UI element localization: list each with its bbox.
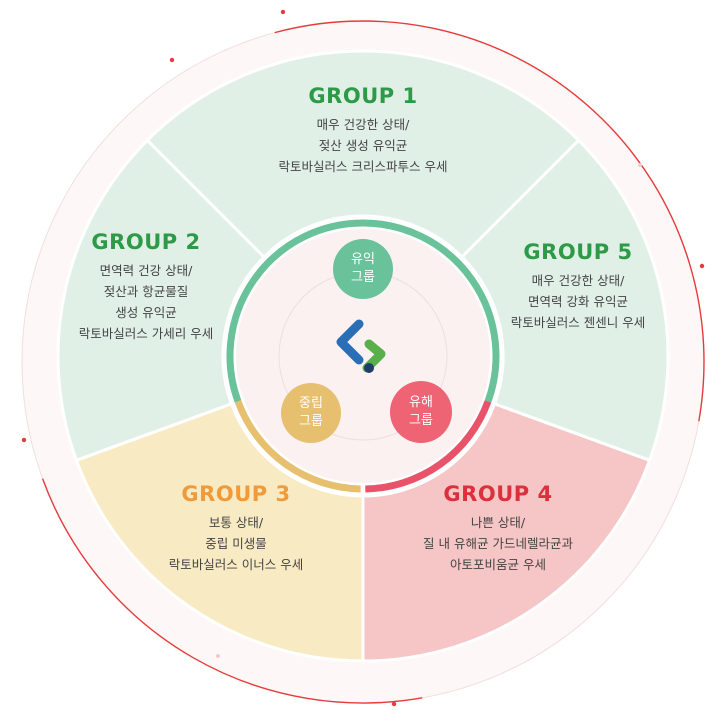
- group-4-line: 질 내 유해균 가드네렐라균과: [423, 536, 573, 551]
- neutral-badge-line: 그룹: [299, 414, 323, 429]
- harmful-badge-line: 그룹: [409, 413, 433, 428]
- ring-dot: [216, 654, 220, 658]
- group-3-title: GROUP 3: [181, 482, 291, 506]
- group-4-line: 아토포비움균 우세: [450, 557, 546, 572]
- ring-dot: [280, 9, 286, 15]
- beneficial-group-badge: 유익 그룹: [333, 239, 393, 299]
- group-1-title: GROUP 1: [308, 84, 418, 108]
- group-5-description: 매우 건강한 상태/ 면역력 강화 유익균 락토바실러스 젠센니 우세: [511, 270, 645, 333]
- group-3-line: 중립 미생물: [205, 536, 267, 551]
- group-1-line: 젖산 생성 유익균: [318, 138, 408, 153]
- harmful-group-badge: 유해 그룹: [390, 381, 452, 443]
- brand-chevron-logo-icon: [336, 319, 386, 373]
- group-4-line: 나쁜 상태/: [470, 515, 526, 530]
- neutral-group-badge: 중립 그룹: [281, 383, 341, 443]
- group-2-title: GROUP 2: [91, 230, 201, 254]
- ring-dot: [699, 263, 705, 269]
- group-4-description: 나쁜 상태/ 질 내 유해균 가드네렐라균과 아토포비움균 우세: [423, 512, 573, 575]
- group-5-line: 면역력 강화 유익균: [528, 294, 628, 309]
- ring-yellow-arc: [234, 400, 361, 493]
- group-2-description: 면역력 건강 상태/ 젖산과 항균물질 생성 유익균 락토바실러스 가세리 우세: [79, 260, 213, 344]
- group-3-line: 보통 상태/: [208, 515, 264, 530]
- group-2-line: 락토바실러스 가세리 우세: [78, 326, 214, 341]
- group-5-label: GROUP 5 매우 건강한 상태/ 면역력 강화 유익균 락토바실러스 젠센니…: [511, 240, 645, 333]
- harmful-badge-line: 유해: [409, 395, 433, 410]
- group-3-label: GROUP 3 보통 상태/ 중립 미생물 락토바실러스 이너스 우세: [169, 482, 303, 575]
- group-2-line: 생성 유익균: [115, 305, 177, 320]
- group-2-label: GROUP 2 면역력 건강 상태/ 젖산과 항균물질 생성 유익균 락토바실러…: [79, 230, 213, 344]
- beneficial-badge-line: 그룹: [351, 270, 375, 285]
- ring-dot: [638, 163, 642, 167]
- group-1-description: 매우 건강한 상태/ 젖산 생성 유익균 락토바실러스 크리스파투스 우세: [279, 114, 448, 177]
- group-2-line: 젖산과 항균물질: [103, 284, 189, 299]
- group-4-title: GROUP 4: [443, 482, 553, 506]
- ring-dot: [391, 701, 397, 707]
- ring-dot: [21, 437, 27, 443]
- beneficial-badge-line: 유익: [351, 252, 375, 267]
- group-1-label: GROUP 1 매우 건강한 상태/ 젖산 생성 유익균 락토바실러스 크리스파…: [279, 84, 448, 177]
- ring-green-arc: [226, 219, 500, 403]
- group-5-title: GROUP 5: [523, 240, 633, 264]
- group-2-line: 면역력 건강 상태/: [99, 263, 193, 278]
- group-1-line: 매우 건강한 상태/: [316, 117, 410, 132]
- ring-red-arc: [365, 400, 492, 493]
- group-1-line: 락토바실러스 크리스파투스 우세: [278, 159, 448, 174]
- group-5-line: 락토바실러스 젠센니 우세: [510, 315, 646, 330]
- ring-dot: [169, 57, 175, 63]
- neutral-badge-line: 중립: [299, 396, 323, 411]
- outer-red-arc: [41, 20, 705, 704]
- group-4-label: GROUP 4 나쁜 상태/ 질 내 유해균 가드네렐라균과 아토포비움균 우세: [423, 482, 573, 575]
- group-5-line: 매우 건강한 상태/: [531, 273, 625, 288]
- group-3-description: 보통 상태/ 중립 미생물 락토바실러스 이너스 우세: [169, 512, 303, 575]
- group-3-line: 락토바실러스 이너스 우세: [168, 557, 304, 572]
